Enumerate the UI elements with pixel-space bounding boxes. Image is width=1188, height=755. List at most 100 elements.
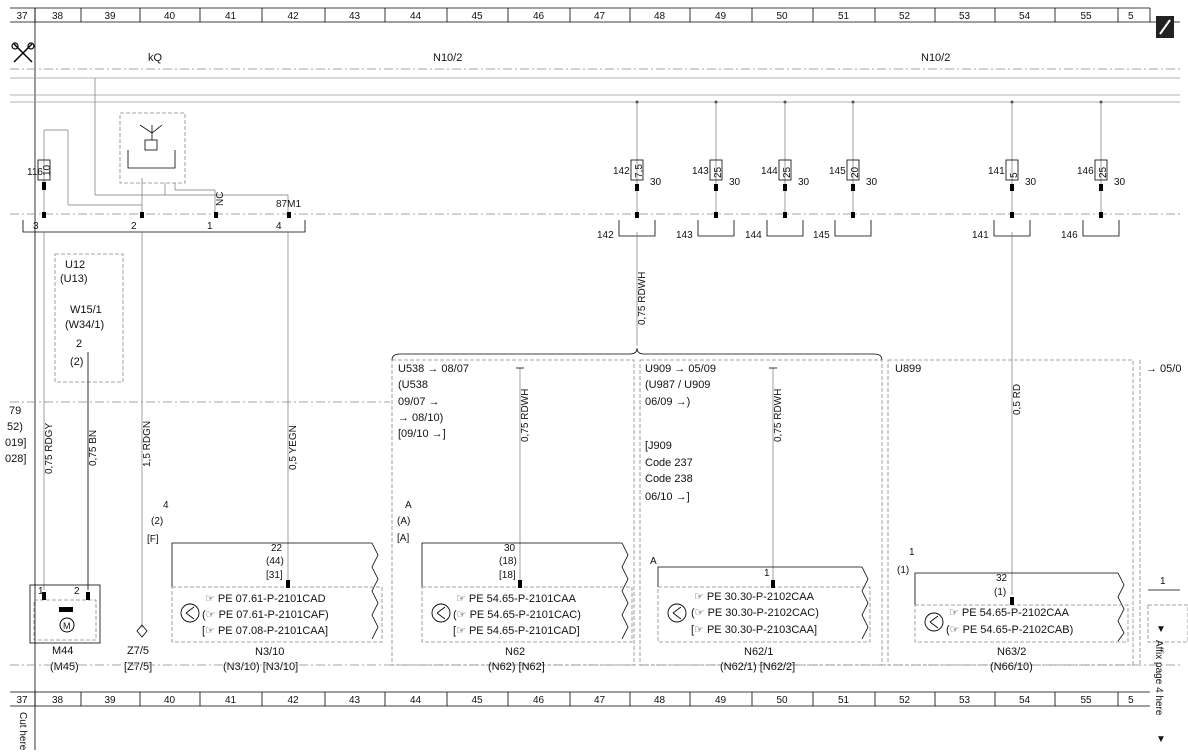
connector-strip	[22, 212, 306, 233]
n62-ref-1: ☞ PE 54.65-P-2101CAA	[456, 593, 577, 605]
column-label: 54	[1019, 11, 1031, 22]
column-label: 38	[52, 695, 64, 706]
column-label: 43	[349, 11, 361, 22]
column-label: 48	[654, 695, 666, 706]
column-label: 37	[17, 695, 29, 706]
z7-pin-note-sq: [F]	[147, 534, 159, 545]
fuse-output: 144	[745, 230, 762, 241]
column-label: 44	[410, 695, 422, 706]
column-label: 52	[899, 695, 911, 706]
u13-label: (U13)	[60, 273, 88, 285]
n62-alt: (N62) [N62]	[488, 661, 545, 673]
column-label: 51	[838, 11, 850, 22]
fuse-id: 143	[692, 166, 709, 177]
w15-pin-alt: (2)	[70, 356, 83, 368]
region-u899	[887, 359, 1134, 666]
n63-2-ref-2: (☞ PE 54.65-P-2102CAB)	[946, 624, 1073, 636]
n3-10-ref-2: (☞ PE 07.61-P-2101CAF)	[202, 609, 329, 621]
m44-pin1: 1	[38, 586, 44, 597]
w34-label: (W34/1)	[65, 319, 104, 331]
u538-note-5: [09/10 →]	[398, 428, 446, 440]
m44-name: M44	[52, 645, 73, 657]
n62-ref-2: (☞ PE 54.65-P-2101CAC)	[453, 609, 581, 621]
column-label: 46	[533, 11, 545, 22]
column-label: 55	[1081, 695, 1093, 706]
n3-10-ref-1: ☞ PE 07.61-P-2101CAD	[205, 593, 326, 605]
column-label: 42	[288, 695, 300, 706]
u538-note-4: → 08/10)	[398, 412, 443, 424]
column-label: 48	[654, 11, 666, 22]
m44-pin2: 2	[74, 586, 80, 597]
column-label: 43	[349, 695, 361, 706]
z7-pin-note-alt: (2)	[151, 516, 163, 527]
u538-note-1: U538 → 08/07	[398, 363, 469, 375]
u12-box	[54, 253, 124, 383]
region-u538	[391, 359, 635, 666]
u909-note-1: U909 → 05/09	[645, 363, 716, 375]
fuse-terminal: 30	[866, 177, 878, 188]
arrow-down-icon: ▼	[1156, 624, 1166, 635]
column-label: 47	[594, 11, 606, 22]
w15-label: W15/1	[70, 304, 102, 316]
n63-2-pin-alt: (1)	[994, 587, 1006, 598]
z7-5-alt: [Z7/5]	[124, 661, 152, 673]
fuse-id: 144	[761, 166, 778, 177]
fuse-amp: 20	[850, 166, 861, 178]
n62-ref-3: [☞ PE 54.65-P-2101CAD]	[453, 625, 580, 637]
column-label: 55	[1081, 11, 1093, 22]
fuse-116	[37, 148, 51, 212]
n62-pin: 30	[504, 543, 516, 554]
u899-label: U899	[895, 363, 921, 375]
n62-1-module	[657, 566, 871, 643]
fuse-amp: 25	[1098, 166, 1109, 178]
column-label: 39	[105, 11, 117, 22]
wire-label-rdgy: 0,75 RDGY	[44, 423, 55, 474]
j909-note-3: Code 238	[645, 473, 693, 485]
n62-module	[421, 542, 633, 643]
relay-kq	[43, 78, 289, 212]
wire-label-rdgn: 1,5 RDGN	[142, 421, 153, 467]
column-label: 44	[410, 11, 422, 22]
column-label: 45	[472, 695, 484, 706]
z7-5-splice	[136, 624, 148, 638]
m44-alt: (M45)	[50, 661, 79, 673]
column-label: 50	[777, 695, 789, 706]
fuse-id-116: 116	[27, 167, 43, 178]
scissors-icon	[11, 42, 35, 63]
wire-label-rd: 0,5 RD	[1012, 384, 1023, 415]
wire-label-rdwh-feed: 0,75 RDWH	[637, 272, 648, 325]
fuse-amp: 7,5	[634, 164, 645, 178]
column-label: 45	[472, 11, 484, 22]
edge-module-pin: 1	[1160, 576, 1166, 587]
column-label: 50	[777, 11, 789, 22]
column-label: 49	[715, 695, 727, 706]
n3-10-pin: 22	[271, 543, 283, 554]
svg-text:M: M	[63, 621, 71, 631]
n3-10-module	[171, 542, 383, 643]
fuse-output: 146	[1061, 230, 1078, 241]
column-label: 41	[225, 695, 237, 706]
edge-note-1: 79	[9, 405, 21, 417]
fuse-amp: 25	[713, 166, 724, 178]
fuse-terminal: 30	[650, 177, 662, 188]
pin-4: 4	[276, 221, 282, 232]
fuse-id: 146	[1077, 166, 1094, 177]
cut-here-note: Cut here	[17, 712, 28, 751]
n63-pin-note-alt: (1)	[897, 565, 909, 576]
n63-pin-note: 1	[909, 547, 915, 558]
n62-1-pin-note: A	[650, 556, 657, 567]
n62-pin-note-sq: [A]	[397, 533, 409, 544]
pin-2: 2	[131, 221, 137, 232]
fuse-amp: 25	[782, 166, 793, 178]
n62-name: N62	[505, 646, 525, 658]
n3-10-name: N3/10	[255, 646, 284, 658]
edge-note-4: 028]	[5, 453, 26, 465]
n3-10-alt: (N3/10) [N3/10]	[223, 661, 298, 673]
n62-1-ref-2: (☞ PE 30.30-P-2102CAC)	[691, 607, 819, 619]
